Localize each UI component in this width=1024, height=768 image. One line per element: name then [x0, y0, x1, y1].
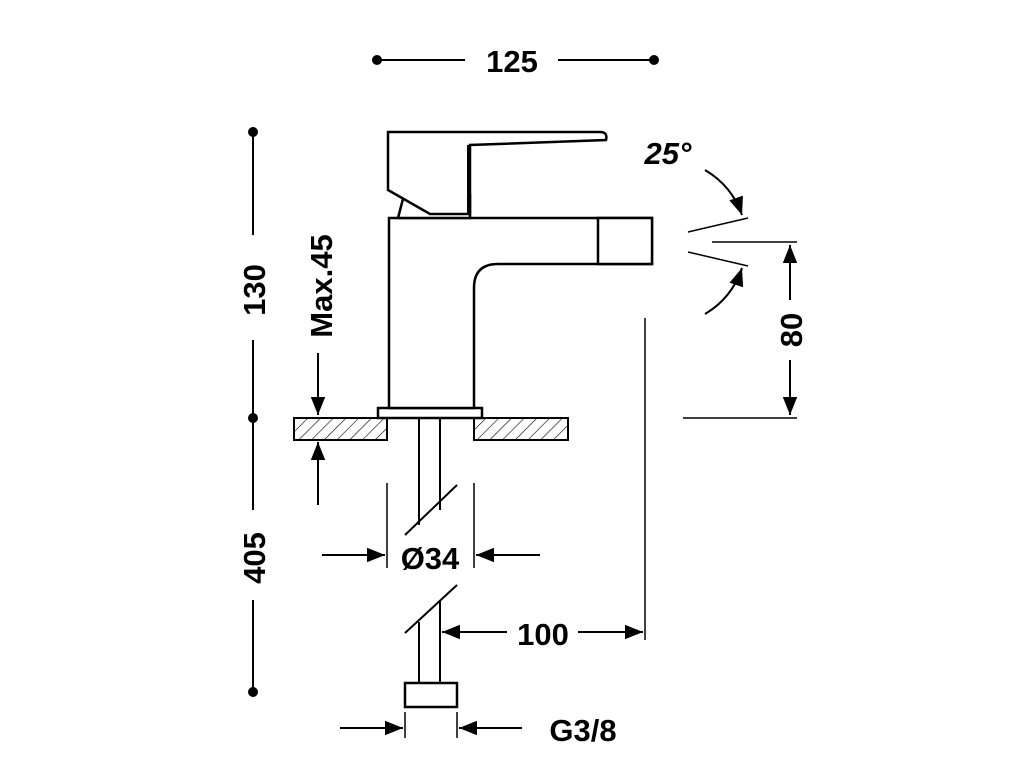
height-dimensions: 130 405	[237, 127, 272, 697]
height-label: 130	[237, 264, 272, 316]
spray-angle-label: 25°	[644, 136, 692, 171]
hose-length-label: 405	[237, 532, 272, 584]
spout-height-label: 80	[774, 313, 809, 347]
deck-thickness-dimension: Max.45	[300, 234, 388, 505]
reach-label: 100	[517, 617, 569, 652]
thread-label: G3/8	[549, 713, 616, 748]
width-label: 125	[486, 44, 538, 79]
thread-dimension: G3/8	[340, 712, 617, 748]
hole-diameter-dimension: Ø34	[322, 483, 540, 576]
deck-thickness-label: Max.45	[304, 234, 339, 337]
spout-height-dimension: 80	[683, 241, 809, 419]
flexible-hose	[403, 418, 459, 709]
hole-diameter-label: Ø34	[401, 541, 460, 576]
reach-dimension: 100	[442, 318, 646, 652]
mounting-deck	[293, 417, 569, 441]
mixer-body	[376, 130, 654, 420]
width-dimension: 125	[372, 44, 659, 79]
hose-connector	[403, 681, 459, 709]
spray-angle-dimension: 25°	[644, 136, 749, 315]
